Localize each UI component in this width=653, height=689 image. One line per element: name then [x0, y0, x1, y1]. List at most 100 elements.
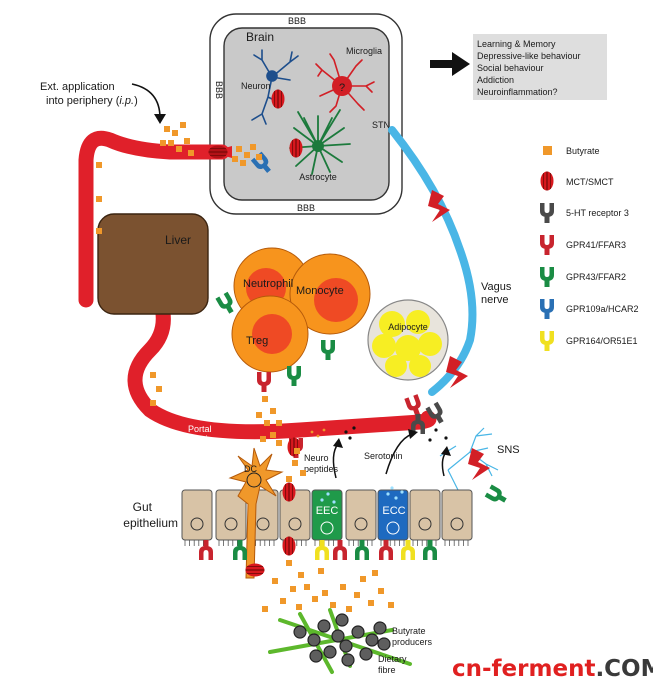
dendritic-cell: DC: [228, 447, 284, 579]
legend-label: GPR109a/HCAR2: [566, 304, 639, 314]
effects-arrow-icon: [430, 52, 470, 76]
ext-application-line2: into periphery (i.p.): [46, 95, 138, 107]
serotonin-arrowhead-icon: [408, 429, 418, 439]
effect-item: Social behaviour: [477, 63, 544, 73]
legend-item: 5-HT receptor 3: [540, 203, 629, 223]
butyrate-square-icon: [232, 156, 238, 162]
legend-item: GPR164/OR51E1: [540, 331, 638, 351]
vagus-nerve-label-line1: Vagus: [481, 281, 512, 293]
butyrate-square-icon: [264, 420, 270, 426]
adipocyte-cell: Adipocyte: [367, 299, 449, 381]
granule: [386, 492, 390, 496]
dc-nucleus: [246, 472, 262, 488]
butyrate-square-icon: [372, 570, 378, 576]
apical-gpr43-receptor-icon: [355, 540, 369, 560]
dietary-fibre-label-line1: Dietary: [378, 654, 407, 664]
astrocyte-label: Astrocyte: [299, 172, 337, 182]
butyrate-square-icon: [368, 600, 374, 606]
butyrate-producers-label-line2: producers: [392, 637, 433, 647]
legend-item: GPR43/FFAR2: [540, 267, 626, 287]
injection-arrowhead-icon: [154, 114, 166, 124]
liver-organ: [97, 213, 209, 315]
ecc-cell: [377, 489, 409, 541]
butyrate-particles: [96, 122, 394, 612]
butyrate-square-icon: [164, 126, 170, 132]
microglia-label: Microglia: [346, 46, 382, 56]
apical-gpr41-receptor-icon: [333, 540, 347, 560]
legend-label: GPR43/FFAR2: [566, 272, 626, 282]
butyrate-square-icon: [318, 568, 324, 574]
butyrate-square-icon: [160, 140, 166, 146]
injection-arrow-icon: [131, 83, 161, 119]
butyrate-square-icon: [150, 400, 156, 406]
brain-region: BBB BBB BBB Brain Neuron ? Microglia Ast…: [209, 13, 403, 215]
butyrate-square-icon: [276, 440, 282, 446]
granule: [390, 486, 394, 490]
butyrate-square-icon: [96, 228, 102, 234]
systemic-artery: [78, 130, 230, 308]
watermark-part2: .COM: [595, 656, 653, 682]
ecc-label: ECC: [382, 505, 405, 517]
bbb-bottom-label: BBB: [297, 203, 315, 213]
ext-application-line1: Ext. application: [40, 81, 115, 93]
epithelial-cell: [181, 489, 213, 541]
butyrate-square-icon: [184, 138, 190, 144]
butyrate-square-icon: [280, 598, 286, 604]
butyrate-square-icon: [270, 408, 276, 414]
serotonin-label: Serotonin: [364, 451, 403, 461]
effects-box-bg: [473, 34, 607, 100]
butyrate-square-icon: [330, 602, 336, 608]
bbb-mct-transporter-icon: [208, 145, 228, 159]
butyrate-square-icon: [256, 412, 262, 418]
butyrate-square-icon: [300, 470, 306, 476]
legend-label: GPR41/FFAR3: [566, 240, 626, 250]
bbb-left-label: BBB: [214, 81, 224, 99]
apical-gpr164-receptor-icon: [315, 540, 329, 560]
effect-item: Depressive-like behaviour: [477, 51, 581, 61]
butyrate-square-icon: [176, 146, 182, 152]
epithelial-cell: [441, 489, 473, 541]
butyrate-square-icon: [272, 578, 278, 584]
butyrate-producers: [293, 613, 391, 667]
apical-gpr43-receptor-icon: [423, 540, 437, 560]
epithelial-cell: [215, 489, 247, 541]
effect-item: Addiction: [477, 75, 514, 85]
treg-nucleus: [252, 314, 292, 354]
butyrate-square-icon: [304, 584, 310, 590]
watermark: cn-ferment.COM: [452, 656, 653, 682]
butyrate-square-icon: [290, 586, 296, 592]
neuropeptide-arrowhead-icon: [333, 438, 343, 448]
cell-nucleus: [320, 521, 334, 535]
adipocyte-label: Adipocyte: [388, 322, 428, 332]
butyrate-square-icon: [346, 606, 352, 612]
microglia-question-mark: ?: [339, 82, 345, 94]
butyrate-square-icon: [168, 140, 174, 146]
butyrate-square-icon: [354, 592, 360, 598]
butyrate-square-icon: [262, 606, 268, 612]
sns-arrowhead-icon: [441, 446, 451, 456]
apical-gpr43-receptor-icon: [233, 540, 247, 560]
receptor-icon: [540, 235, 554, 255]
butyrate-square-icon: [150, 372, 156, 378]
vagus-signal-bolt-lower-icon: [446, 356, 468, 388]
butyrate-square-icon: [286, 560, 292, 566]
butyrate-square-icon: [156, 386, 162, 392]
sns-signal-bolt-icon: [468, 448, 490, 480]
sns-arrow-icon: [441, 451, 447, 477]
portal-vein-label-line2: vein: [196, 434, 213, 444]
portal-vein-label-line1: Portal: [188, 424, 212, 434]
butyrate-square-icon: [236, 146, 242, 152]
butyrate-square-icon: [296, 604, 302, 610]
monocyte-nucleus: [314, 278, 358, 322]
epithelium-mct-upper-icon: [282, 482, 296, 502]
bbb-top-label: BBB: [288, 16, 306, 26]
dc-label: DC: [244, 464, 257, 474]
butyrate-square-icon: [180, 122, 186, 128]
butyrate-square-icon: [270, 432, 276, 438]
stn-label: STN: [372, 120, 390, 130]
neuron-label: Neuron: [241, 81, 271, 91]
butyrate-square-icon: [286, 476, 292, 482]
treg-gpr43-receptor-icon: [287, 366, 301, 386]
